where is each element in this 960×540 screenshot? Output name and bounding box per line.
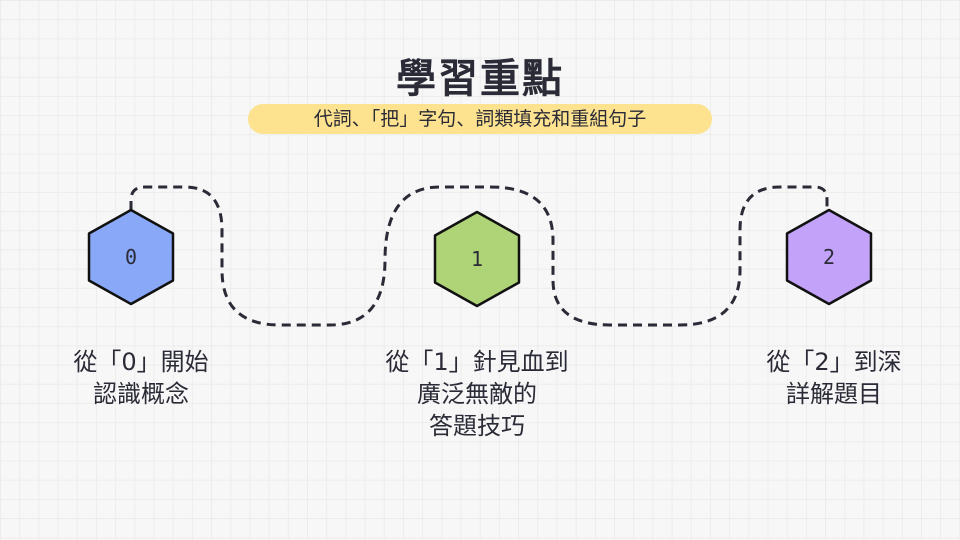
step-1-label: 從「1」針見血到 廣泛無敵的 答題技巧 bbox=[347, 346, 607, 442]
label-line: 從「2」到深 bbox=[766, 348, 902, 376]
label-line: 詳解題目 bbox=[786, 380, 882, 408]
step-0-hexagon bbox=[87, 208, 175, 306]
label-line: 認識概念 bbox=[93, 380, 189, 408]
dashed-connector bbox=[129, 185, 829, 327]
step-0-label: 從「0」開始 認識概念 bbox=[11, 346, 271, 410]
step-1-number: 1 bbox=[471, 247, 483, 271]
subtitle-badge: 代詞、「把」字句、詞類填充和重組句子 bbox=[248, 104, 712, 134]
label-line: 廣泛無敵的 bbox=[417, 380, 537, 408]
step-2-hexagon bbox=[785, 208, 873, 306]
step-0-number: 0 bbox=[125, 245, 137, 269]
step-2-number: 2 bbox=[823, 245, 835, 269]
label-line: 從「1」針見血到 bbox=[385, 348, 569, 376]
label-line: 從「0」開始 bbox=[73, 348, 209, 376]
step-2-label: 從「2」到深 詳解題目 bbox=[704, 346, 960, 410]
label-line: 答題技巧 bbox=[429, 412, 525, 440]
page-title: 學習重點 bbox=[396, 56, 564, 102]
step-1-hexagon bbox=[433, 210, 521, 308]
